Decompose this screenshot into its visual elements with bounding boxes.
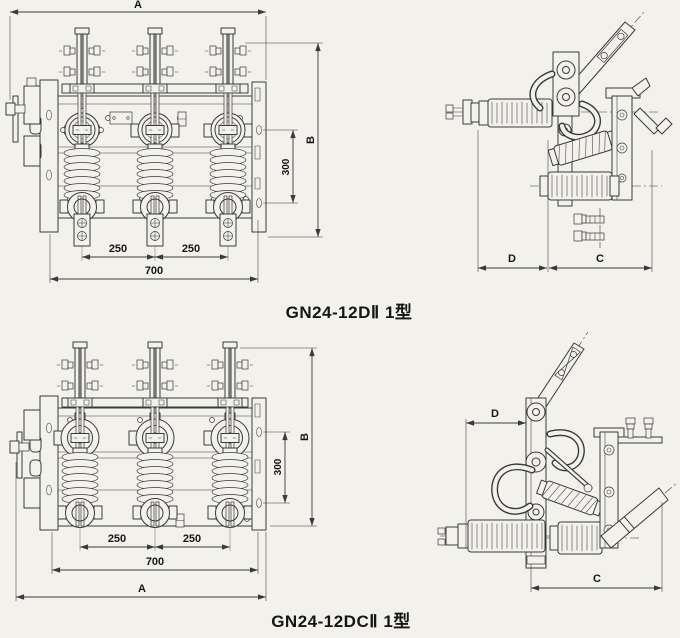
dimensions-side-1: D C — [477, 130, 653, 272]
figure-title-2: GN24-12DCⅡ 1型 — [271, 611, 411, 631]
dim-label-300-2: 300 — [273, 458, 284, 475]
pole-1 — [58, 27, 106, 261]
side1-lower-insulator — [539, 171, 620, 201]
side1-hook-blade — [529, 70, 601, 141]
frame-2 — [9, 395, 267, 531]
figure-title-1: GN24-12DⅡ 1型 — [286, 302, 413, 322]
side2-mounting-channel — [593, 417, 663, 549]
figure-gn24-12d2: A B 300 250 250 700 — [5, 0, 673, 322]
side2-diagonal-arm — [600, 487, 669, 549]
front-view-2: 250 250 700 A B 300 — [9, 341, 317, 601]
dim-label-b-1: B — [305, 136, 317, 144]
pole-3 — [203, 27, 253, 261]
dim-label-a-2: A — [138, 583, 146, 595]
dim-label-700-1: 700 — [145, 265, 163, 277]
front-view-1: A B 300 250 250 700 — [5, 0, 323, 283]
dim-label-c-1: C — [596, 253, 604, 265]
dim-label-250b-1: 250 — [182, 243, 200, 255]
dim-label-250a-1: 250 — [109, 243, 127, 255]
pole-5 — [128, 341, 179, 551]
side-view-2: D C — [437, 331, 679, 592]
pole-2 — [130, 27, 180, 261]
dimensions-front-1: A B 300 250 250 700 — [9, 0, 323, 283]
frame-1 — [5, 77, 267, 233]
dim-label-700-2: 700 — [146, 556, 164, 568]
pole-6 — [203, 341, 254, 551]
side1-terminal-bolts — [573, 208, 605, 248]
side-view-1: D C — [445, 11, 673, 272]
dim-label-d-2: D — [491, 408, 499, 420]
dim-label-250a-2: 250 — [108, 533, 126, 545]
dimensions-side-2: D C — [465, 408, 663, 592]
dim-label-d-1: D — [508, 253, 516, 265]
dim-label-a-1: A — [134, 0, 142, 11]
side1-mounting-channel — [605, 77, 673, 201]
dim-label-c-2: C — [593, 573, 601, 585]
figure-gn24-12dc2: 250 250 700 A B 300 — [9, 331, 679, 631]
dim-label-b-2: B — [299, 433, 311, 441]
pole-4 — [53, 341, 104, 551]
dimensions-front-2: 250 250 700 A B 300 — [15, 347, 317, 601]
dim-label-250b-2: 250 — [183, 533, 201, 545]
side2-middle-insulator — [549, 521, 603, 555]
side2-hook-blade — [491, 429, 593, 515]
side2-left-insulator — [437, 519, 546, 553]
dim-label-300-1: 300 — [281, 158, 292, 175]
